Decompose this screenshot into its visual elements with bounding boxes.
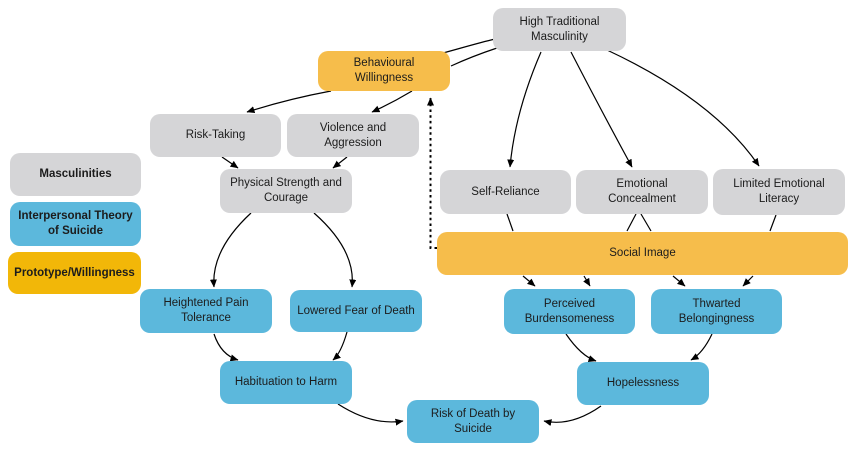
edge-psc-to-lfd bbox=[313, 212, 357, 288]
legend-prototype-willingness: Prototype/Willingness bbox=[8, 252, 141, 294]
edge-htm-to-limited-emotional bbox=[606, 49, 760, 167]
node-label: Limited Emotional Literacy bbox=[733, 178, 825, 205]
edge-bw-to-risk-taking bbox=[246, 90, 332, 114]
edge-social-image-to-tb-b bbox=[742, 275, 754, 287]
node-label: Physical Strength and Courage bbox=[230, 177, 342, 204]
node-label: Social Image bbox=[609, 247, 676, 260]
edge-htm-to-self-reliance bbox=[507, 51, 542, 168]
node-emotional-concealment: Emotional Concealment bbox=[576, 170, 708, 214]
legend-masculinities: Masculinities bbox=[10, 153, 141, 196]
node-violence-and-aggression: Violence and Aggression bbox=[287, 114, 419, 157]
node-heightened-pain-tolerance: Heightened Pain Tolerance bbox=[140, 289, 272, 333]
edge-htm-to-bw-lower bbox=[450, 47, 498, 67]
edge-limited-emotional-to-social-image bbox=[769, 214, 777, 232]
edge-hpt-to-habituation bbox=[213, 333, 239, 362]
node-label: Emotional Concealment bbox=[608, 178, 676, 205]
edge-htm-to-bw-upper bbox=[442, 38, 496, 54]
node-label: Risk of Death by Suicide bbox=[430, 407, 516, 435]
node-label: Thwarted Belongingness bbox=[678, 297, 755, 325]
legend-label: Prototype/Willingness bbox=[14, 266, 135, 279]
edge-lfd-to-habituation bbox=[332, 331, 348, 361]
edge-psc-to-hpt bbox=[209, 212, 252, 288]
node-risk-taking: Risk-Taking bbox=[150, 114, 281, 157]
node-hopelessness: Hopelessness bbox=[577, 362, 709, 405]
node-lowered-fear-of-death: Lowered Fear of Death bbox=[290, 290, 422, 332]
edge-tb-to-hopelessness bbox=[690, 333, 713, 361]
node-label: Habituation to Harm bbox=[234, 376, 338, 389]
node-perceived-burdensomeness: Perceived Burdensomeness bbox=[504, 289, 635, 334]
node-habituation-to-harm: Habituation to Harm bbox=[220, 361, 352, 404]
legend-interpersonal-theory-of-suicide: Interpersonal Theory of Suicide bbox=[10, 202, 141, 246]
node-risk-of-death-by-suicide: Risk of Death by Suicide bbox=[407, 400, 539, 443]
edge-self-reliance-to-social-image bbox=[506, 213, 514, 232]
node-label: Heightened Pain Tolerance bbox=[163, 297, 249, 324]
edge-habituation-to-rodbs bbox=[337, 403, 404, 426]
edge-hopelessness-to-rodbs bbox=[543, 405, 602, 427]
edge-social-image-to-pb-b bbox=[583, 275, 591, 287]
edge-social-image-to-bw-dashed bbox=[427, 97, 437, 249]
node-label: Lowered Fear of Death bbox=[297, 304, 415, 317]
node-label: Self-Reliance bbox=[471, 185, 540, 198]
node-social-image: Social Image bbox=[437, 232, 848, 275]
edge-pb-to-hopelessness bbox=[565, 333, 597, 362]
node-label: Hopelessness bbox=[606, 377, 680, 390]
node-thwarted-belongingness: Thwarted Belongingness bbox=[651, 289, 782, 334]
node-behavioural-willingness: Behavioural Willingness bbox=[318, 51, 450, 91]
edge-risk-taking-to-psc bbox=[221, 156, 239, 169]
node-high-traditional-masculinity: High Traditional Masculinity bbox=[493, 8, 626, 51]
edge-social-image-to-pb-a bbox=[522, 275, 536, 287]
edge-bw-to-violence bbox=[371, 90, 413, 113]
node-physical-strength-and-courage: Physical Strength and Courage bbox=[220, 169, 352, 213]
node-label: Behavioural Willingness bbox=[353, 57, 415, 84]
edge-social-image-to-tb-a bbox=[672, 275, 686, 287]
node-limited-emotional-literacy: Limited Emotional Literacy bbox=[713, 169, 845, 215]
edge-htm-to-emotional-concealment bbox=[570, 51, 633, 168]
node-label: Risk-Taking bbox=[185, 129, 246, 142]
edge-emotional-concealment-to-social-image-a bbox=[626, 213, 637, 232]
legend-label: Interpersonal Theory of Suicide bbox=[18, 210, 133, 237]
edge-violence-to-psc bbox=[332, 156, 348, 169]
node-label: Perceived Burdensomeness bbox=[524, 297, 615, 325]
edge-emotional-concealment-to-social-image-b bbox=[640, 213, 652, 232]
legend-label: Masculinities bbox=[39, 168, 112, 181]
node-self-reliance: Self-Reliance bbox=[440, 170, 571, 214]
node-label: Violence and Aggression bbox=[319, 121, 387, 149]
node-label: High Traditional Masculinity bbox=[519, 15, 600, 43]
